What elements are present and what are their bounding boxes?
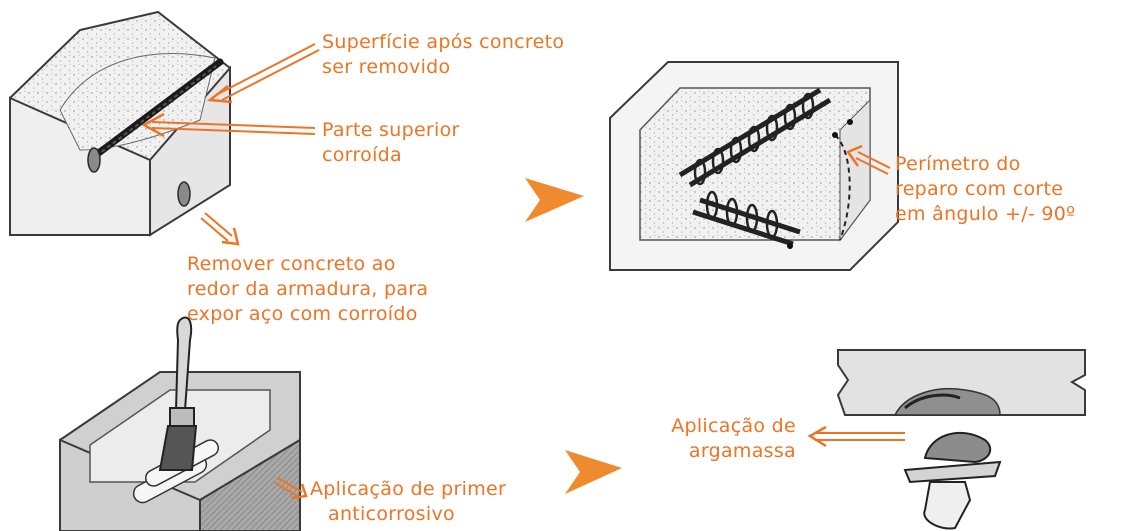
label-line: Aplicação de primer [310, 478, 507, 500]
label-line: ser removido [322, 56, 451, 78]
label-line: Perímetro do [895, 153, 1021, 175]
double-line-arrow-icon [274, 477, 308, 500]
double-line-arrow-icon [807, 425, 905, 448]
double-line-arrow-icon [206, 43, 320, 104]
trowel-hand-icon [903, 431, 1002, 530]
label-corroded: Parte superior corroída [322, 118, 460, 168]
label-line: reparo com corte [895, 178, 1064, 200]
label-line: Aplicação de [671, 415, 796, 437]
label-line: Remover concreto ao [187, 253, 396, 275]
label-line: anticorrosivo [328, 503, 455, 525]
chevron-arrow-icon [525, 178, 584, 222]
double-line-arrow-icon [846, 144, 891, 175]
label-perimeter: Perímetro do reparo com corte em ângulo … [895, 152, 1075, 227]
label-primer: Aplicação de primer anticorrosivo [310, 477, 506, 527]
label-line: argamassa [688, 440, 796, 462]
double-line-arrow-icon [200, 212, 240, 246]
callout-arrows [141, 43, 905, 500]
label-remove: Remover concreto ao redor da armadura, p… [187, 252, 428, 327]
concrete-block-exposed-rebar [609, 61, 899, 271]
slab-mortar-repair [836, 349, 1086, 530]
label-mortar: Aplicação de argamassa [640, 414, 796, 464]
label-line: em ângulo +/- 90º [895, 203, 1076, 225]
paint-brush-icon [158, 316, 198, 471]
concrete-trench-primer [59, 316, 301, 531]
label-line: corroída [322, 144, 402, 166]
label-surface: Superfície após concreto ser removido [322, 30, 564, 80]
concrete-block-corroded [9, 10, 231, 237]
label-line: Superfície após concreto [322, 31, 565, 53]
label-line: Parte superior [322, 119, 460, 141]
double-line-arrow-icon [141, 112, 316, 138]
label-line: redor da armadura, para [187, 278, 429, 300]
label-line: expor aço com corroído [187, 303, 418, 325]
chevron-arrow-icon [565, 450, 622, 494]
